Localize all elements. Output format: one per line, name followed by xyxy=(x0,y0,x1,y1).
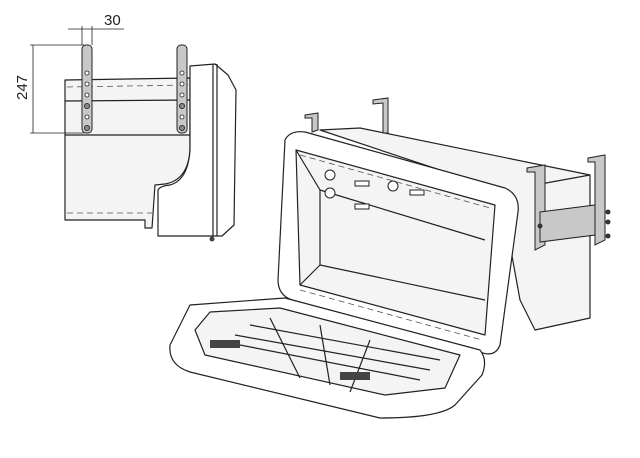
dimension-label-height: 247 xyxy=(14,75,31,100)
nut-icon xyxy=(605,233,611,239)
mounting-brackets xyxy=(304,97,611,251)
interior-edges xyxy=(295,149,486,301)
mounting-bracket xyxy=(372,97,389,134)
isometric-view xyxy=(169,97,611,419)
bracket-plate xyxy=(539,204,596,243)
hinge xyxy=(210,340,240,348)
fixing-bolts xyxy=(324,169,425,210)
box-interior xyxy=(295,149,496,336)
nut-icon xyxy=(537,223,543,229)
rim-ribs xyxy=(299,289,483,341)
latch-icon xyxy=(209,236,215,242)
dimension-label-width: 30 xyxy=(104,12,121,29)
side-view: 30 247 xyxy=(14,12,237,242)
mounting-bracket xyxy=(304,112,319,133)
nut-icon xyxy=(605,219,611,225)
mounting-bracket xyxy=(587,154,606,246)
mounting-bracket xyxy=(81,44,93,134)
nut-icon xyxy=(605,209,611,215)
bracket-holes xyxy=(84,70,185,132)
lid-ribs xyxy=(234,317,441,393)
hinge xyxy=(340,372,370,380)
mounting-bracket xyxy=(176,44,188,134)
rim-ribs xyxy=(299,154,491,209)
